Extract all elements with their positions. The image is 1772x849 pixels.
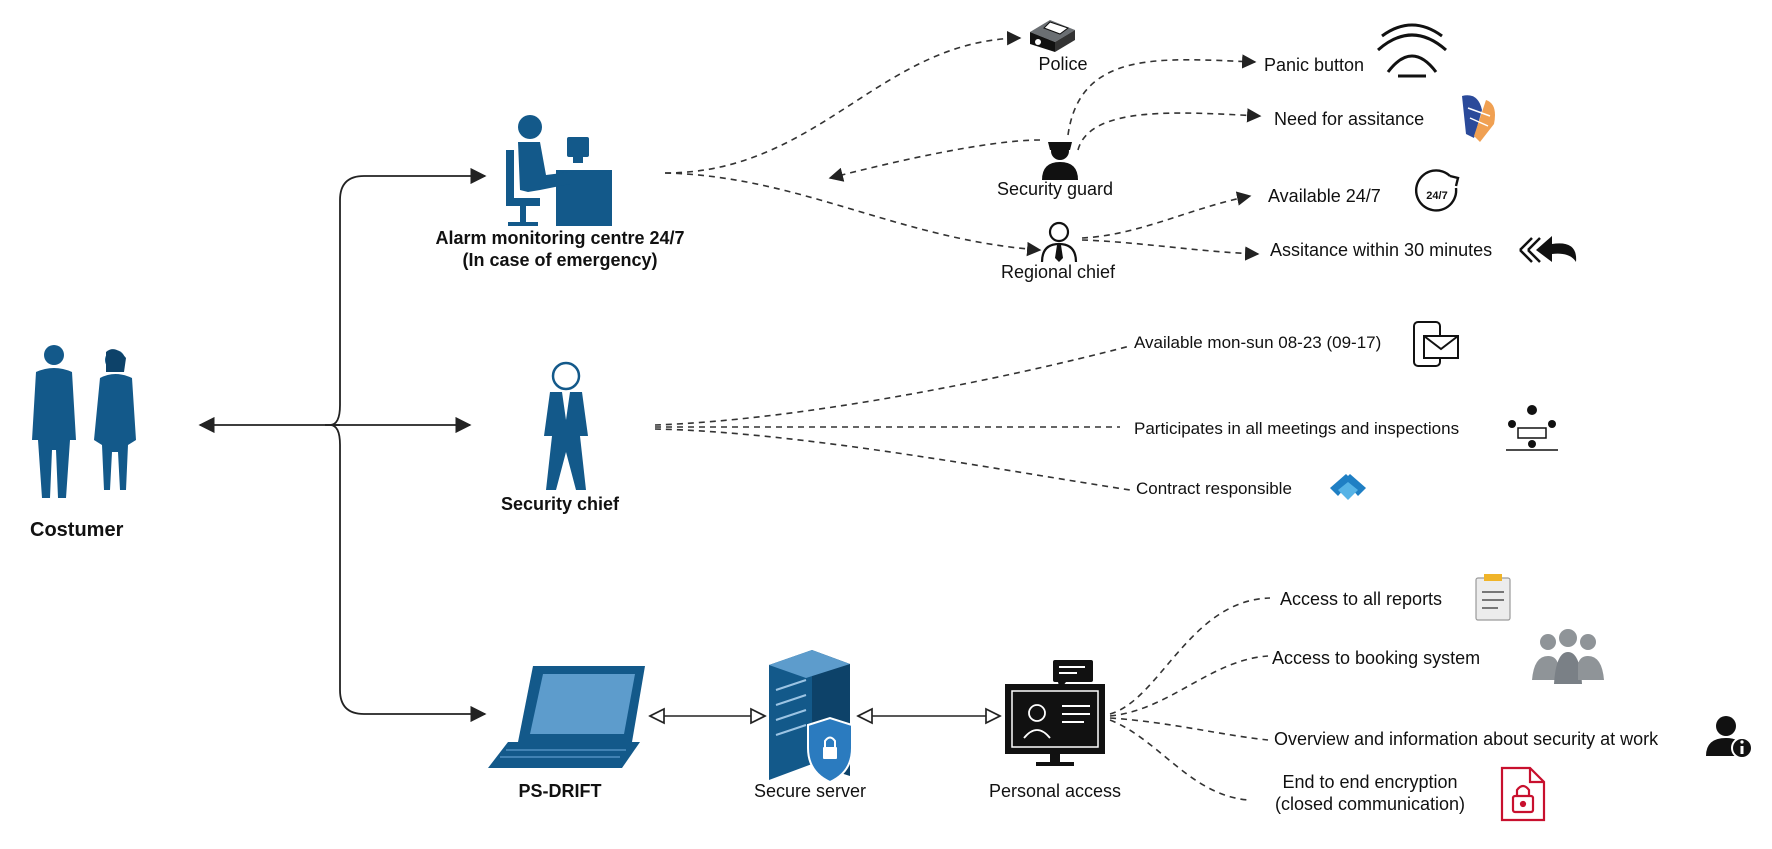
booking-label: Access to booking system: [1272, 648, 1480, 668]
overview-label: Overview and information about security …: [1274, 729, 1659, 749]
customer-people-icon: [32, 345, 136, 498]
reports-label: Access to all reports: [1280, 589, 1442, 609]
alarm-centre-subtitle: (In case of emergency): [462, 250, 657, 270]
to-regional-chief-line: [664, 172, 1042, 257]
secure-server-label: Secure server: [754, 781, 866, 801]
guard-to-centre-line: [828, 139, 1041, 182]
mobile-mail-icon: [1413, 321, 1459, 367]
contract-label: Contract responsible: [1136, 479, 1292, 498]
to-assistance-30-line: [1081, 239, 1260, 261]
meeting-icon: [1506, 405, 1558, 451]
team-icon: [1532, 629, 1604, 684]
info-person-icon: [1706, 716, 1753, 759]
ps-drift-label: PS-DRIFT: [519, 781, 602, 801]
meetings-label: Participates in all meetings and inspect…: [1134, 419, 1459, 438]
wifi-signal-icon: [1377, 23, 1447, 78]
to-reports-line: [1109, 597, 1271, 715]
regional-chief-icon: [1040, 221, 1078, 263]
security-chief-label: Security chief: [501, 494, 620, 514]
police-label: Police: [1038, 54, 1087, 74]
to-contract-line: [654, 428, 1131, 491]
to-assistance-line: [1077, 108, 1262, 151]
assistance-30-label: Assitance within 30 minutes: [1270, 240, 1492, 260]
report-icon: [1475, 574, 1511, 621]
need-assistance-label: Need for assitance: [1274, 109, 1424, 129]
security-guard-label: Security guard: [997, 179, 1113, 199]
fast-return-icon: [1519, 236, 1577, 263]
access-connectors: [650, 597, 1271, 801]
security-guard-icon: [1042, 142, 1078, 180]
customer-connectors: [198, 167, 487, 723]
alarm-centre-title: Alarm monitoring centre 24/7: [435, 228, 684, 248]
to-encryption-line: [1109, 719, 1249, 801]
alarm-arrow: [329, 167, 487, 426]
regional-chief-label: Regional chief: [1001, 262, 1116, 282]
to-police-line: [664, 30, 1022, 174]
panic-button-label: Panic button: [1264, 55, 1364, 75]
monitor-profile-icon: [1005, 660, 1105, 766]
server-shield-icon: [769, 650, 853, 784]
police-icon: [1030, 20, 1075, 52]
clock-24-7-icon: 24/7: [1414, 169, 1460, 212]
laptop-icon: [488, 666, 645, 768]
customer-label: Costumer: [30, 519, 124, 541]
to-booking-line: [1109, 655, 1269, 717]
available-hours-label: Available mon-sun 08-23 (09-17): [1134, 333, 1381, 352]
encryption-label: End to end encryption: [1282, 772, 1457, 792]
personal-access-label: Personal access: [989, 781, 1121, 801]
clock-badge-text: 24/7: [1426, 190, 1447, 202]
to-hours-line: [654, 345, 1131, 426]
helping-hands-icon: [1462, 95, 1495, 142]
psdrift-arrow: [329, 424, 487, 723]
locked-file-icon: [1500, 766, 1546, 822]
encryption-sublabel: (closed communication): [1275, 794, 1465, 814]
chief-connectors: [654, 345, 1131, 491]
to-overview-line: [1109, 717, 1269, 741]
to-available-line: [1081, 191, 1252, 239]
security-chief-icon: [544, 361, 588, 490]
to-panic-button-line: [1067, 54, 1257, 136]
available-247-label: Available 24/7: [1268, 186, 1381, 206]
alarm-operator-icon: [506, 115, 612, 226]
handshake-icon: [1330, 474, 1366, 500]
alarm-connectors: [664, 30, 1262, 261]
